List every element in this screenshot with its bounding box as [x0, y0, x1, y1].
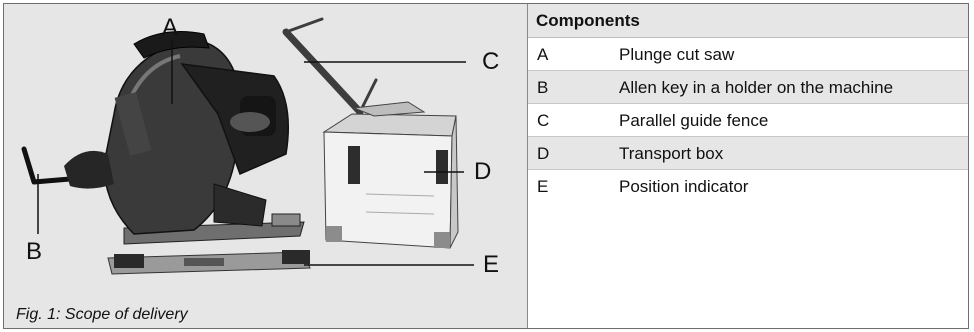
callout-d: D: [474, 158, 492, 185]
product-illustration: [21, 17, 474, 275]
callout-e: E: [483, 251, 500, 278]
row-key: D: [537, 144, 550, 163]
allen-key-illustration: [21, 146, 85, 234]
parallel-fence-illustration: [282, 17, 466, 116]
row-key: B: [537, 78, 549, 97]
transport-box-illustration: [322, 101, 464, 249]
table-header-label: Components: [536, 11, 640, 30]
table-row: A Plunge cut saw: [528, 38, 968, 71]
table-row: C Parallel guide fence: [528, 104, 968, 137]
column-divider: [527, 4, 528, 328]
plunge-saw-illustration: [64, 31, 305, 245]
table-row: B Allen key in a holder on the machine: [528, 71, 968, 104]
row-description: Position indicator: [619, 177, 749, 196]
position-indicator-illustration: [107, 250, 474, 275]
row-description: Parallel guide fence: [619, 111, 769, 130]
row-key: A: [537, 45, 549, 64]
figure-panel: A B C D E Fig. 1: Scope of delivery: [4, 4, 527, 328]
table-row: E Position indicator: [528, 170, 968, 202]
row-key: E: [537, 177, 549, 196]
figure-caption: Fig. 1: Scope of delivery: [16, 306, 188, 323]
row-description: Transport box: [619, 144, 724, 163]
row-description: Allen key in a holder on the machine: [619, 78, 894, 97]
table-row: D Transport box: [528, 137, 968, 170]
figure-frame: [3, 3, 969, 329]
row-description: Plunge cut saw: [619, 45, 735, 64]
callout-c: C: [482, 48, 500, 75]
row-key: C: [537, 111, 550, 130]
callout-a: A: [162, 14, 179, 41]
components-table: Components A Plunge cut saw B Allen key …: [528, 4, 968, 328]
callout-b: B: [26, 238, 43, 265]
table-header: Components: [528, 4, 968, 38]
